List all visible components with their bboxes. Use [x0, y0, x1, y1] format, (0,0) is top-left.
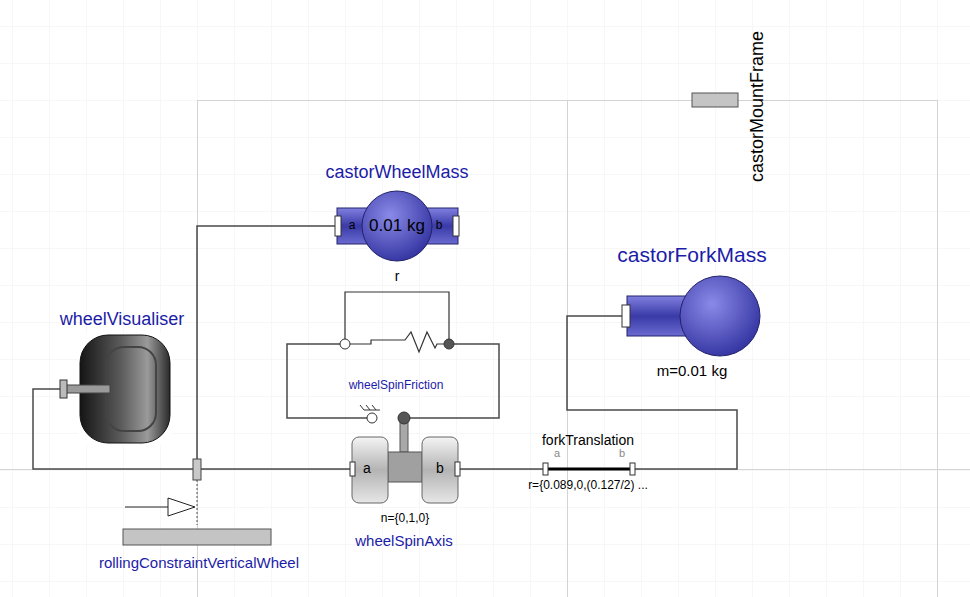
- parameter-value: r={0.089,0,(0.127/2) ...: [528, 479, 648, 492]
- body-mass-icon: castorForkMassm=0.01 kg: [622, 276, 762, 356]
- frame-connection: [197, 226, 335, 459]
- parameter-value: n={0,1,0}: [381, 512, 429, 525]
- frame-connection: [201, 468, 350, 470]
- port-name: a: [349, 219, 356, 232]
- parameter-label: r: [395, 269, 400, 284]
- body-mass-icon-graphic: [622, 276, 762, 356]
- port-name: a: [363, 461, 371, 476]
- wheel-icon-graphic: [60, 333, 172, 445]
- port-name: a: [554, 447, 560, 459]
- wheel-icon: wheelVisualiser: [60, 333, 172, 445]
- frame-connector-graphic: [690, 93, 738, 107]
- friction-icon-graphic: [345, 292, 449, 348]
- body-mass-icon: castorWheelMassa0.01 kgb: [335, 190, 460, 262]
- port-name: b: [436, 461, 444, 476]
- parameter-value: m=0.01 kg: [657, 363, 727, 380]
- component-name: forkTranslation: [542, 433, 634, 448]
- component-name: castorForkMass: [617, 243, 766, 266]
- friction-icon: wheelSpinFriction: [345, 292, 449, 348]
- component-name: castorWheelMass: [325, 163, 468, 183]
- fixed-translation-icon-graphic: [543, 463, 635, 475]
- revolute-joint-icon: abn={0,1,0}wheelSpinAxis: [350, 418, 460, 504]
- fixed-translation-icon: forkTranslationabr={0.089,0,(0.127/2) ..…: [543, 463, 635, 475]
- rolling-constraint-icon: rollingConstraintVerticalWheel: [193, 459, 201, 480]
- frame-connector: castorMountFrame: [690, 93, 738, 107]
- component-name: rollingConstraintVerticalWheel: [99, 555, 299, 572]
- rolling-constraint-icon-graphic: [193, 459, 201, 480]
- component-name: wheelSpinFriction: [349, 379, 444, 392]
- port-name: b: [619, 447, 625, 459]
- parameter-value: 0.01 kg: [369, 217, 425, 236]
- component-name: wheelSpinAxis: [355, 533, 453, 550]
- component-name: wheelVisualiser: [60, 310, 185, 330]
- frame-connection: [460, 468, 543, 470]
- port-name: b: [436, 219, 443, 232]
- component-name: castorMountFrame: [748, 31, 768, 182]
